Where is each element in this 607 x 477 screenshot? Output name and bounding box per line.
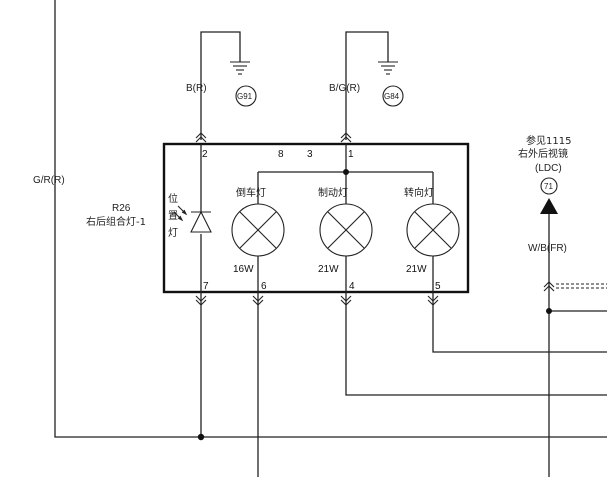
ground-g91-label: G91: [237, 92, 253, 101]
pin-7-label: 7: [203, 281, 209, 292]
wire-g84-label: B/G(R): [329, 83, 360, 94]
reverse-lamp-cross: [239, 211, 277, 249]
wire-left-label: G/R(R): [33, 175, 65, 186]
junction-bus: [343, 169, 349, 175]
connector-right: [543, 281, 555, 292]
pin-3-label: 3: [307, 149, 313, 160]
ref-line-2: 右外后视镜: [518, 147, 568, 160]
wire-g84: [345, 31, 389, 140]
brake-lamp-label: 制动灯: [318, 186, 348, 199]
pin-1-label: 1: [348, 149, 354, 160]
ref-circle: [540, 177, 558, 195]
component-id: R26: [112, 203, 131, 214]
position-lamp-char-1: 位: [168, 192, 178, 205]
ref-circle-label: 71: [544, 182, 553, 191]
wire-right-label: W/B(FR): [528, 243, 567, 254]
position-lamp-diode: [190, 210, 212, 233]
junction-ground-bus: [197, 433, 205, 441]
ground-g84-label: G84: [384, 92, 400, 101]
ref-line-3: (LDC): [535, 163, 562, 174]
connector-top-pin2: [195, 132, 207, 143]
connector-right-dashed: [556, 283, 607, 289]
pin-2-label: 2: [202, 149, 208, 160]
component-name: 右后组合灯-1: [86, 215, 146, 228]
turn-lamp-label: 转向灯: [404, 186, 434, 199]
pin-8-label: 8: [278, 149, 284, 160]
ground-g84-circle: [382, 85, 404, 107]
wire-g91: [200, 31, 241, 140]
turn-lamp-watt: 21W: [406, 264, 427, 275]
position-lamp-char-2: 置: [168, 210, 178, 222]
ref-line-1: 参见1115: [526, 134, 571, 147]
position-lamp-char-3: 灯: [168, 227, 178, 239]
ref-arrow-icon: [540, 198, 558, 214]
junction-right: [546, 308, 552, 314]
component-box: [162, 142, 470, 294]
reverse-lamp-label: 倒车灯: [236, 186, 266, 199]
wire-pin5: [432, 292, 607, 353]
pin-4-label: 4: [349, 281, 355, 292]
turn-lamp-cross: [414, 211, 452, 249]
wire-pin4: [345, 292, 607, 396]
pin-6-label: 6: [261, 281, 267, 292]
connector-top-pin1: [340, 132, 352, 143]
brake-lamp-cross: [327, 211, 365, 249]
ground-g91-circle: [235, 85, 257, 107]
wire-g91-label: B(R): [186, 83, 207, 94]
wire-left-vertical: [54, 0, 607, 438]
reverse-lamp-watt: 16W: [233, 264, 254, 275]
position-lamp-arrows: [173, 205, 188, 222]
pin-5-label: 5: [435, 281, 441, 292]
brake-lamp-watt: 21W: [318, 264, 339, 275]
